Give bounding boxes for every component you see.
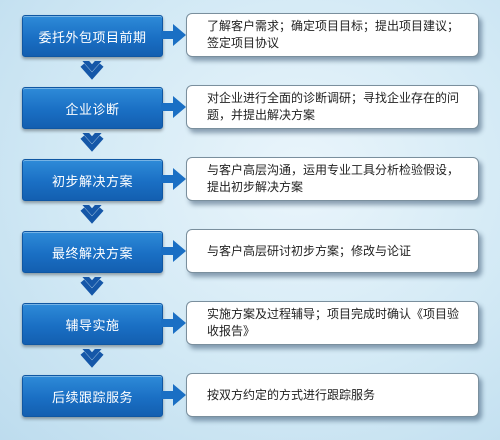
step-description-text: 与客户高层研讨初步方案；修改与论证 [207, 243, 412, 258]
step-description-6: 按双方约定的方式进行跟踪服务 [186, 373, 479, 417]
step-description-text: 按双方约定的方式进行跟踪服务 [207, 387, 376, 402]
right-arrow-icon [161, 312, 186, 334]
step-description-5: 实施方案及过程辅导；项目完成时确认《项目验收报告》 [186, 301, 479, 345]
down-arrow-icon [80, 349, 104, 368]
right-arrow-icon [161, 24, 186, 46]
down-arrow-icon [80, 61, 104, 80]
right-arrow-icon [161, 240, 186, 262]
down-arrow-icon [80, 205, 104, 224]
down-arrow-icon [80, 277, 104, 296]
step-button-4[interactable]: 最终解决方案 [22, 231, 163, 273]
down-arrow-icon [80, 133, 104, 152]
step-description-4: 与客户高层研讨初步方案；修改与论证 [186, 229, 479, 273]
step-button-6[interactable]: 后续跟踪服务 [22, 375, 163, 417]
right-arrow-icon [161, 384, 186, 406]
step-button-3[interactable]: 初步解决方案 [22, 159, 163, 201]
right-arrow-icon [161, 96, 186, 118]
step-description-1: 了解客户需求；确定项目目标；提出项目建议；签定项目协议 [186, 13, 479, 57]
step-button-1[interactable]: 委托外包项目前期 [22, 15, 163, 57]
step-button-5[interactable]: 辅导实施 [22, 303, 163, 345]
step-description-2: 对企业进行全面的诊断调研；寻找企业存在的问题，并提出解决方案 [186, 85, 479, 129]
step-description-text: 对企业进行全面的诊断调研；寻找企业存在的问题，并提出解决方案 [207, 91, 460, 122]
step-button-2[interactable]: 企业诊断 [22, 87, 163, 129]
step-description-text: 实施方案及过程辅导；项目完成时确认《项目验收报告》 [207, 307, 460, 338]
step-description-text: 与客户高层沟通，运用专业工具分析检验假设，提出初步解决方案 [207, 163, 460, 194]
right-arrow-icon [161, 168, 186, 190]
step-description-text: 了解客户需求；确定项目目标；提出项目建议；签定项目协议 [207, 19, 460, 50]
step-description-3: 与客户高层沟通，运用专业工具分析检验假设，提出初步解决方案 [186, 157, 479, 201]
